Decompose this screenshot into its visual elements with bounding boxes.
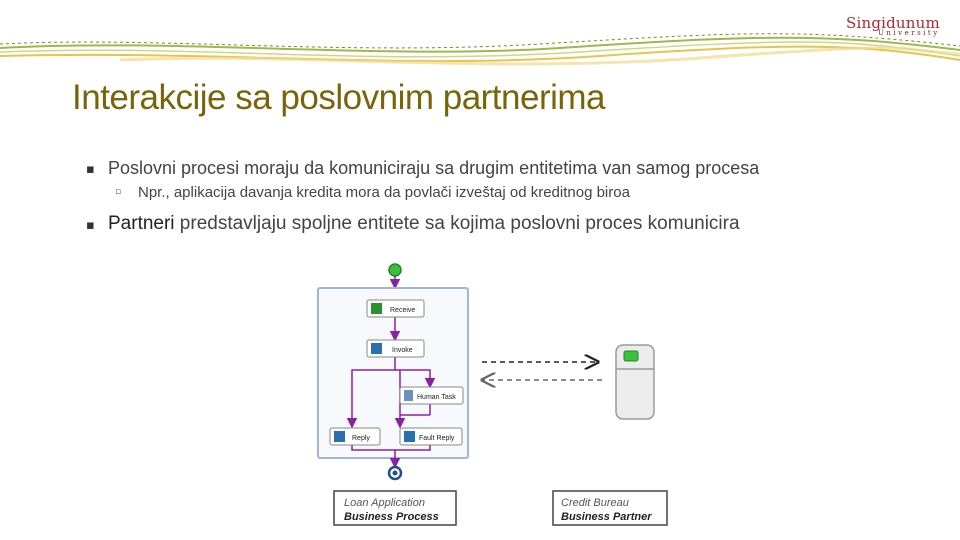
activity-fault-reply: Fault Reply [400, 428, 462, 445]
activity-receive: Receive [367, 300, 424, 317]
university-logo: Singidunum University [846, 14, 946, 40]
activity-reply-label: Reply [352, 435, 370, 442]
slide-title: Interakcije sa poslovnim partnerima [72, 78, 605, 118]
process-label-box: Loan Application Business Process [334, 491, 456, 525]
activity-invoke-label: Invoke [392, 347, 413, 354]
process-label-line1: Loan Application [344, 497, 425, 509]
start-node-icon [389, 264, 401, 276]
sub-bullet-1: Npr., aplikacija davanja kredita mora da… [138, 184, 630, 201]
activity-fault-reply-label: Fault Reply [419, 435, 455, 442]
partner-label-line1: Credit Bureau [561, 497, 629, 509]
bullet-2-text: predstavljaju spoljne entitete sa kojima… [175, 213, 740, 234]
process-diagram: Receive Invoke Human Task Reply Fault Re… [300, 255, 680, 535]
activity-human-task-label: Human Task [417, 394, 456, 401]
bullet-square-icon: ▪ [86, 218, 95, 233]
activity-human-task: Human Task [400, 387, 463, 404]
bullet-square-icon: ▪ [86, 162, 95, 177]
bullet-2-term: Partneri [108, 213, 175, 234]
partner-label-box: Credit Bureau Business Partner [553, 491, 667, 525]
business-partner-icon [616, 345, 654, 419]
process-label-line2: Business Process [344, 511, 439, 523]
logo-subtitle: University [878, 29, 940, 37]
bullet-2: Partneri predstavljaju spoljne entitete … [108, 213, 740, 235]
sub-bullet-square-icon: ▫ [115, 187, 121, 197]
partner-label-line2: Business Partner [561, 511, 652, 523]
bullet-1: Poslovni procesi moraju da komuniciraju … [108, 158, 759, 179]
activity-receive-label: Receive [390, 307, 415, 314]
activity-reply: Reply [330, 428, 380, 445]
activity-invoke: Invoke [367, 340, 424, 357]
header-wave-decoration [0, 0, 960, 80]
